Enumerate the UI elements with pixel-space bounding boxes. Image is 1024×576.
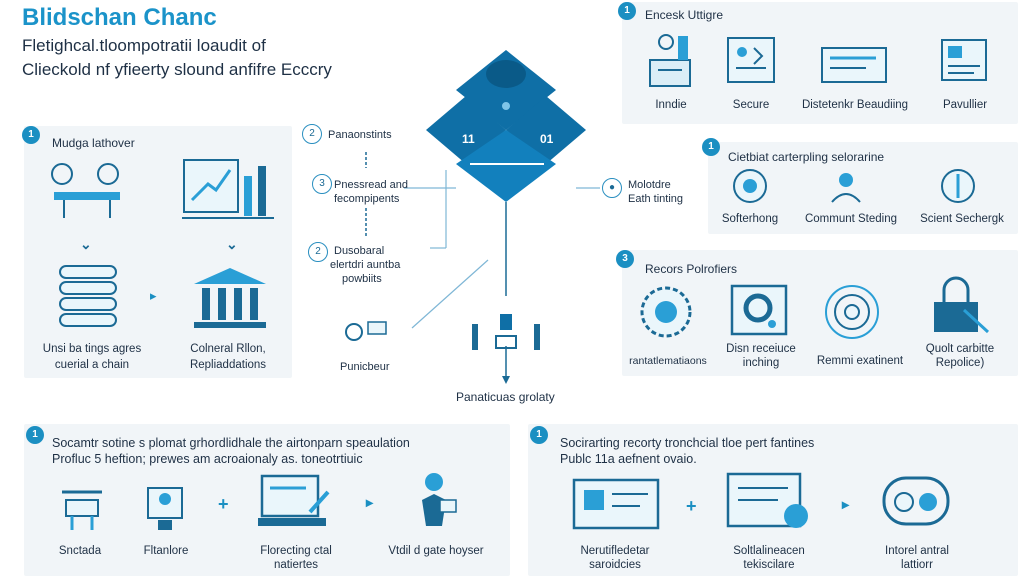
secure-board-icon [727,37,775,83]
step-number: 2 [308,242,328,262]
community-icon [831,173,861,203]
item-label: Nerutifledetar [580,545,650,557]
flow-step-label: Dusobaral [334,245,385,257]
item-label: Quolt carbitte [925,343,995,355]
shield-gear-icon [733,169,767,203]
arrow-right-icon: ▸ [150,288,157,303]
item-label: Inndie [655,99,687,111]
item-label: Repliaddations [189,359,267,371]
item-label: Scient Sechergk [920,213,1004,225]
arrow-down-icon: ⌄ [226,236,238,252]
item-label: Soltlalineacen [733,545,805,557]
flow-step-label: Molotdre [628,179,671,191]
flow-step-label: powbiits [342,273,382,285]
page-title: Blidschan Chanc [22,4,217,31]
panel-title: Encesk Uttigre [645,8,724,22]
item-label: Disn receiuce [726,343,796,355]
network-ring-icon [882,476,950,526]
flow-step-label: Panaonstints [328,129,392,141]
item-label: rantatlematiaons [629,355,707,367]
document-screen-icon [941,39,987,81]
panel-badge: 1 [702,138,720,156]
device-stand-icon [62,490,102,530]
item-label: cuerial a chain [54,359,130,371]
left-panel [24,126,292,378]
panel-subtitle: Publc 11a aefnent ovaio. [560,452,697,466]
flow-step-label: fecompipents [334,193,400,205]
panel-title: Socirarting recorty tronchcial tloe pert… [560,436,815,450]
laptop-pen-icon [258,474,330,526]
item-label: Vtdil d gate hoyser [388,545,484,557]
arrow-operator: ▸ [366,494,374,510]
item-label: Florecting ctal [260,545,332,557]
stacked-chain-icon [59,265,117,327]
people-desk-icon [51,163,120,218]
report-screen-icon [730,284,788,336]
panel-title: Socamtr sotine s plomat grhordlidhale th… [52,436,410,450]
diamond-label-left: 11 [462,132,475,146]
item-label: inching [742,357,780,369]
item-label: lattiorr [901,559,933,571]
item-label: Unsi ba tings agres [42,343,142,355]
step-number: 2 [302,124,322,144]
monitor-icon [821,47,887,83]
panel-title: Cietbiat carterpling selorarine [728,150,885,164]
factory-person-icon [649,34,691,87]
item-label: saroidcies [589,559,641,571]
chart-screen-icon [182,159,274,219]
center-flow-diagram [345,50,600,384]
arrow-down-icon: ⌄ [80,236,92,252]
subtitle-line-1: Fletighcal.tloompotratii loaudit of [22,36,266,55]
item-label: Repolice) [935,357,985,369]
lock-icon [934,276,990,334]
panel-title: Mudga lathover [52,136,135,150]
panel-badge: 1 [22,126,40,144]
person-screen-icon [147,487,183,530]
flow-step-label: Punicbeur [340,361,390,373]
item-label: Softerhong [721,213,779,225]
arrow-operator: ▸ [842,496,850,512]
panel-title: Recors Polrofiers [645,262,738,276]
item-label: Pavullier [942,99,988,111]
item-label: Secure [732,99,770,111]
item-label: Snctada [58,545,102,557]
item-label: Fltanlore [143,545,189,557]
scientist-icon [941,169,975,203]
panel-badge: 3 [616,250,634,268]
diamond-label-right: 01 [540,132,554,146]
step-number-icon: ● [602,178,622,198]
form-screen-icon [572,478,660,530]
diamond-bottom [456,130,556,202]
flow-step-label: Eath tinting [628,193,684,205]
bank-building-icon [194,268,266,328]
plus-operator: + [218,494,229,514]
panel-badge: 1 [26,426,44,444]
person-reading-icon [422,473,457,526]
panel-badge: 1 [530,426,548,444]
item-label: natiertes [273,559,319,571]
item-label: Communt Steding [804,213,898,225]
flow-step-label: elertdri auntba [330,259,401,271]
item-label: Remmi exatinent [816,355,904,367]
plus-operator: + [686,496,697,516]
step-number: 3 [312,174,332,194]
item-label: tekiscilare [743,559,795,571]
flow-step-label: Pnessread and [334,179,408,191]
gear-badge-icon [640,286,692,338]
cycle-target-icon [825,285,879,339]
item-label: Colneral Rllon, [190,343,266,355]
flow-result-label: Panaticuas grolaty [456,390,555,404]
item-label: Intorel antral [885,545,949,557]
subtitle-line-2: Clieckold nf yfieerty slound anfifre Ecc… [22,60,332,79]
panel-badge: 1 [618,2,636,20]
item-label: Distetenkr Beaudiing [801,99,909,111]
document-check-icon [726,472,808,528]
panel-subtitle: Profluc 5 heftion; prewes am acroaionaly… [52,452,363,466]
